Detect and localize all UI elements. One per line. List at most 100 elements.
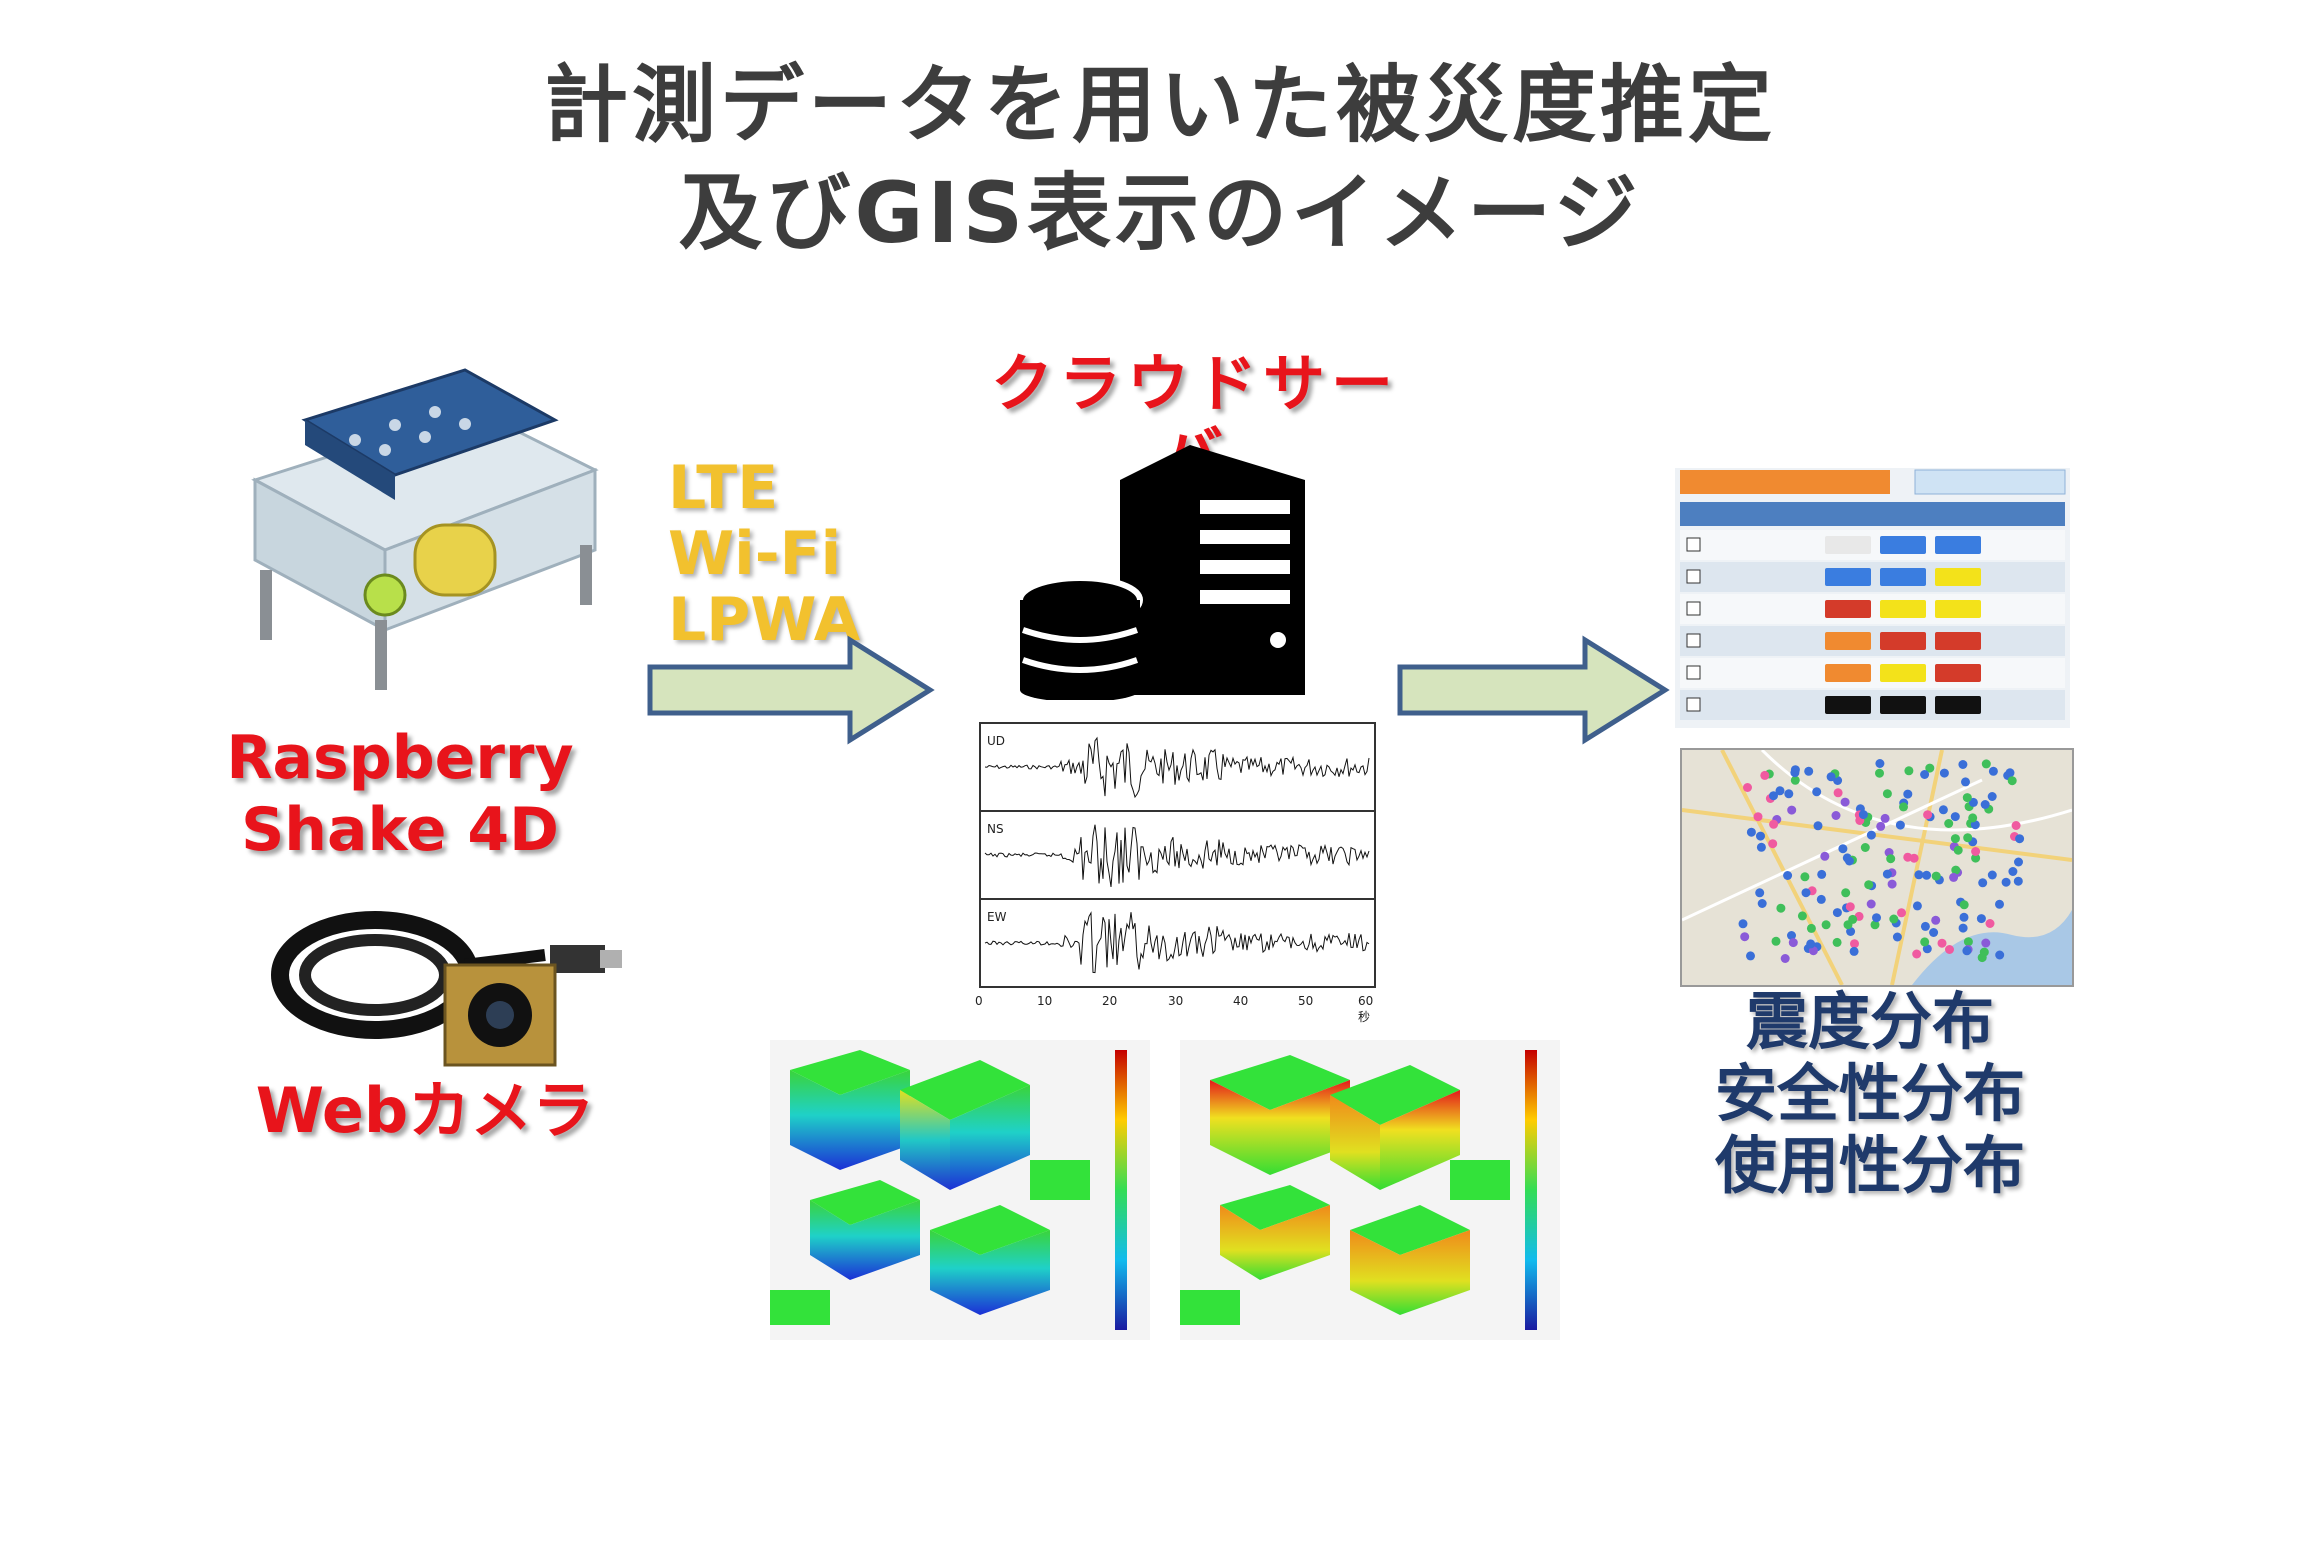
map-marker	[1787, 805, 1797, 815]
map-marker	[1963, 833, 1973, 843]
x-tick: 50	[1298, 994, 1314, 1008]
map-marker	[1866, 899, 1876, 909]
status-cell	[1825, 600, 1871, 618]
row-checkbox	[1686, 697, 1701, 712]
status-cell	[1825, 536, 1871, 554]
map-marker	[1858, 810, 1868, 820]
x-tick: 60秒	[1358, 994, 1374, 1024]
status-cell	[1880, 536, 1926, 554]
map-marker	[1882, 869, 1892, 879]
page-title-line1: 計測データを用いた被災度推定	[543, 56, 1776, 154]
map-marker	[1987, 870, 1997, 880]
map-marker	[1783, 871, 1793, 880]
map-marker	[1968, 797, 1978, 807]
output-label-seismic-intensity: 震度分布	[1745, 985, 1994, 1058]
map-marker	[2014, 857, 2023, 867]
map-marker	[1920, 921, 1930, 931]
map-marker	[1987, 792, 1997, 801]
map-marker	[1951, 865, 1961, 875]
camera-label: Webカメラ	[255, 1074, 595, 1147]
map-marker	[1970, 820, 1980, 830]
map-marker	[1788, 938, 1798, 948]
map-marker	[1925, 763, 1935, 773]
map-marker	[1949, 872, 1959, 882]
map-marker	[1914, 870, 1924, 880]
map-marker	[1912, 901, 1922, 911]
table-row	[1680, 562, 2065, 592]
map-marker	[1832, 908, 1842, 918]
row-checkbox	[1686, 601, 1701, 616]
map-marker	[1780, 954, 1790, 963]
comm-item-wifi: Wi-Fi	[668, 519, 842, 589]
map-marker	[1768, 839, 1778, 849]
table-row	[1680, 690, 2065, 720]
map-marker	[1771, 936, 1781, 946]
table-row	[1680, 530, 2065, 560]
map-marker	[1816, 894, 1826, 904]
map-marker	[2001, 877, 2011, 887]
map-marker	[1895, 820, 1905, 830]
status-cell	[1935, 600, 1981, 618]
channel-label-ns: NS	[987, 822, 1004, 836]
table-row	[1680, 594, 2065, 624]
map-marker	[1832, 937, 1842, 947]
map-marker	[1995, 950, 2005, 960]
map-marker	[1950, 812, 1960, 822]
comm-item-lpwa: LPWA	[668, 585, 861, 655]
map-marker	[1976, 914, 1986, 924]
map-marker	[1746, 951, 1755, 961]
map-marker	[1912, 949, 1922, 959]
x-tick: 10	[1037, 994, 1053, 1008]
x-tick: 20	[1102, 994, 1118, 1008]
raspberry-shake-image	[235, 300, 605, 710]
map-marker	[1979, 947, 1989, 957]
map-marker	[1939, 768, 1949, 778]
map-marker	[1757, 899, 1767, 908]
map-marker	[1945, 945, 1954, 954]
map-marker	[1968, 813, 1978, 823]
table-row	[1680, 658, 2065, 688]
map-marker	[1995, 899, 2004, 909]
row-checkbox	[1686, 665, 1701, 680]
map-marker	[1876, 821, 1886, 831]
map-marker	[1923, 810, 1933, 820]
row-checkbox	[1686, 633, 1701, 648]
map-marker	[1875, 768, 1884, 778]
map-marker	[1753, 812, 1763, 822]
map-marker	[1988, 766, 1998, 776]
building-response-map-1	[770, 1040, 1150, 1340]
map-marker	[1958, 760, 1968, 769]
map-marker	[1760, 770, 1770, 780]
map-marker	[1929, 928, 1939, 937]
arrow-device-to-server	[645, 635, 935, 745]
x-tick: 40	[1233, 994, 1249, 1008]
map-marker	[1981, 759, 1991, 769]
status-cell	[1825, 696, 1871, 714]
map-marker	[1887, 879, 1897, 889]
map-marker	[1841, 888, 1851, 898]
map-marker	[1920, 937, 1930, 947]
map-marker	[1746, 827, 1756, 837]
status-cell	[1935, 568, 1981, 586]
status-cell	[1880, 632, 1926, 650]
map-marker	[1775, 786, 1785, 796]
map-marker	[1808, 946, 1818, 956]
arrow-server-to-gis	[1395, 635, 1670, 745]
x-tick: 0	[975, 994, 983, 1008]
map-marker	[2007, 776, 2017, 786]
waveform-trace	[984, 736, 1370, 799]
map-marker	[1978, 878, 1988, 888]
map-marker	[1922, 870, 1932, 880]
device-label-line2: Shake 4D	[241, 795, 559, 865]
page-title-line2: 及びGIS表示のイメージ	[678, 164, 1642, 262]
map-marker	[1826, 772, 1836, 782]
map-marker	[1769, 819, 1779, 829]
server-icon	[1020, 440, 1310, 700]
map-marker	[1866, 830, 1876, 840]
map-marker	[1806, 939, 1816, 949]
map-marker	[1922, 944, 1932, 954]
map-marker	[1962, 793, 1972, 803]
map-marker	[1886, 854, 1896, 864]
map-marker	[1833, 788, 1843, 798]
map-marker	[1860, 843, 1870, 852]
